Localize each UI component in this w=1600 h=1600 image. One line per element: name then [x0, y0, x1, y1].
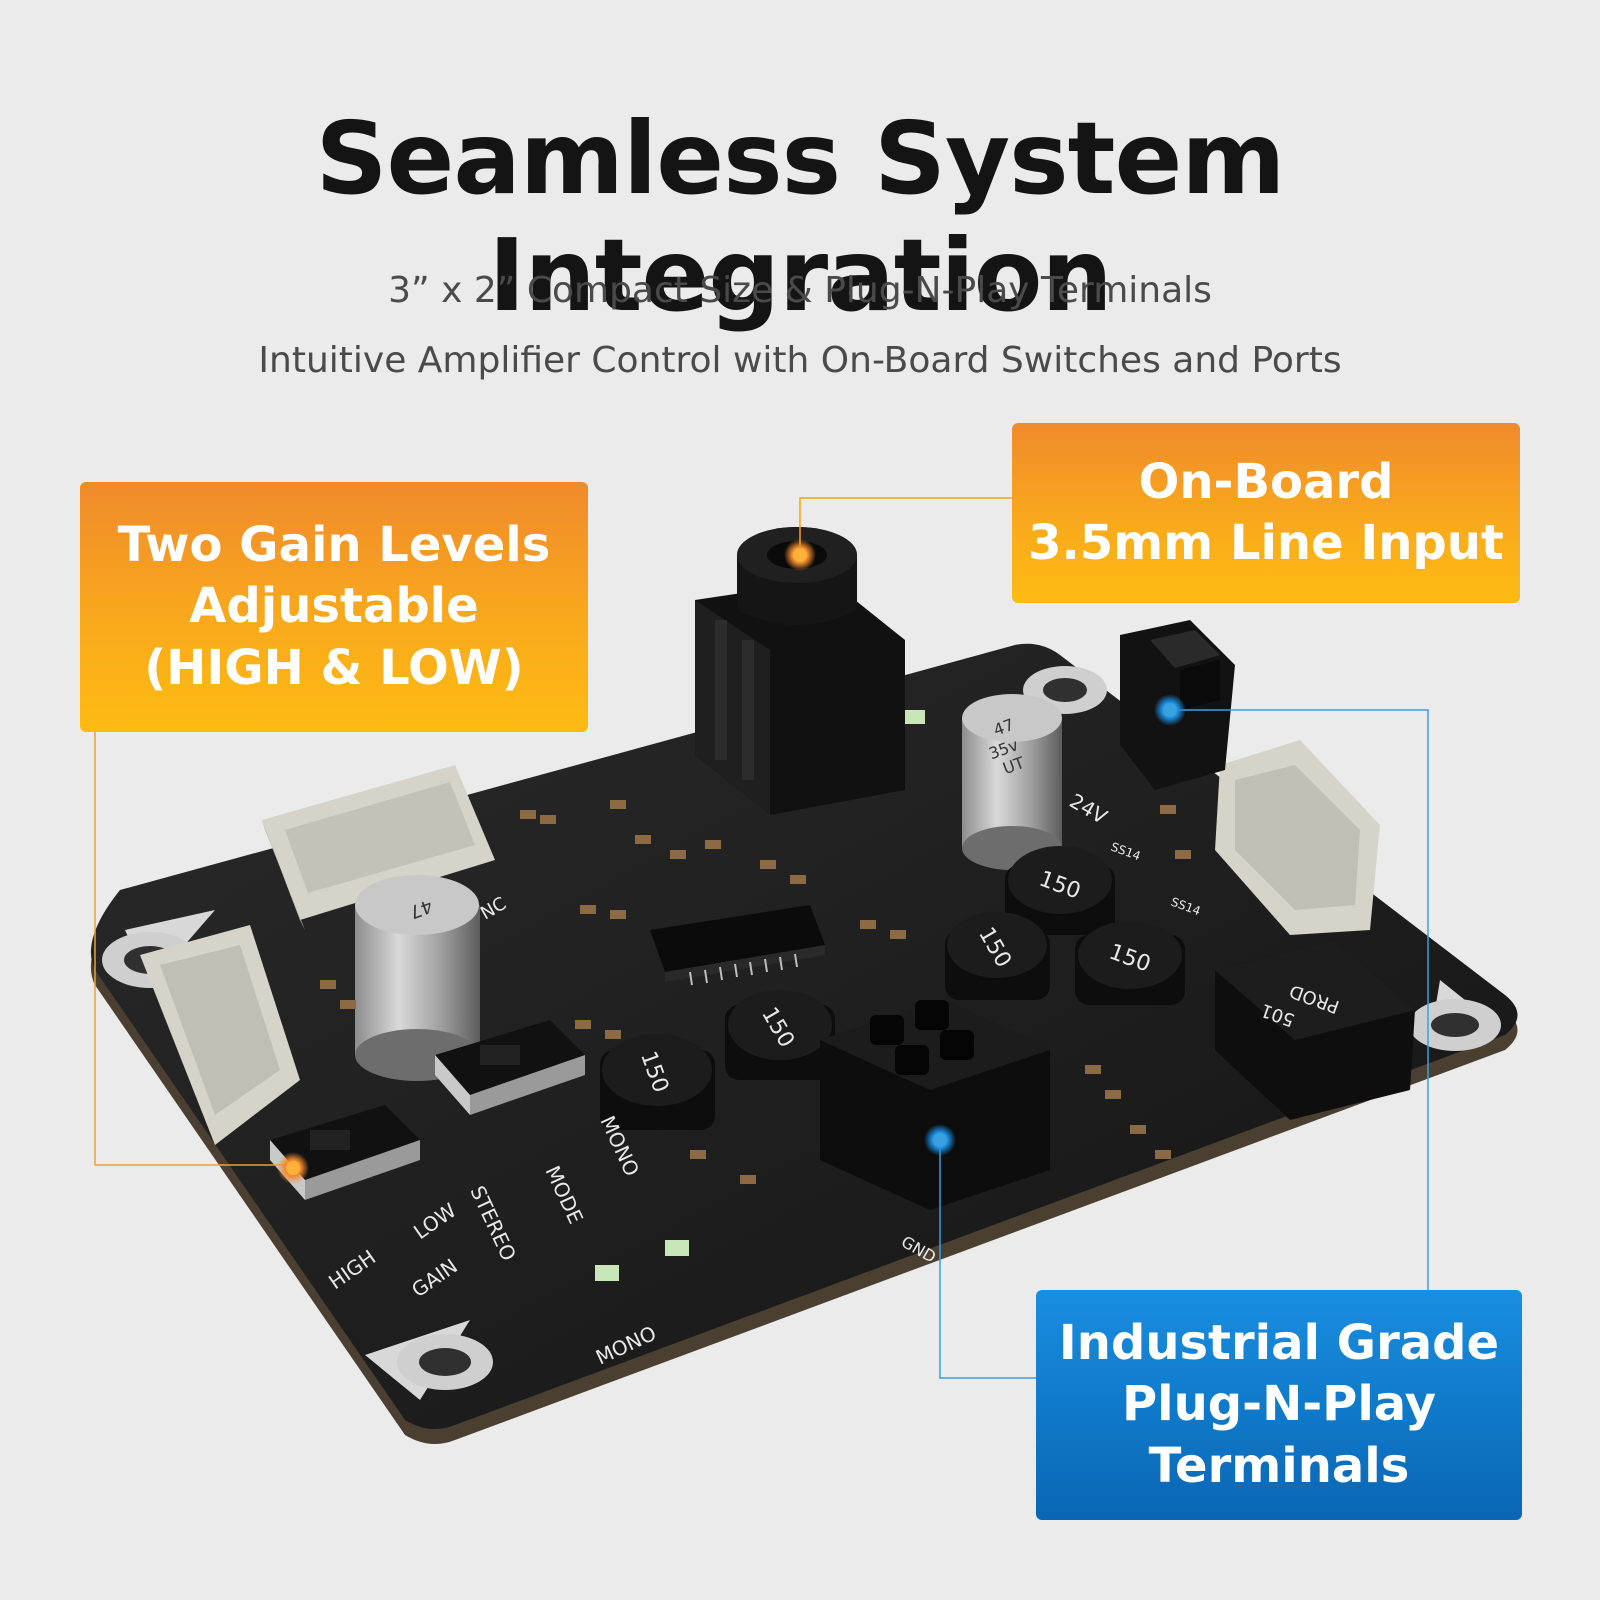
subtitle-size: 3” x 2” Compact Size & Plug-N-Play Termi… — [388, 270, 1212, 311]
callout-gain-line-3: (HIGH & LOW) — [144, 639, 524, 696]
leader-lines — [94, 497, 1429, 1379]
capacitor-right: 47 35v UT — [962, 694, 1062, 870]
callout-line-input: On-Board 3.5mm Line Input — [1012, 423, 1520, 603]
mode-switch — [435, 1020, 585, 1115]
leader-line-input — [799, 497, 1012, 555]
inductor-4: 150 — [725, 990, 835, 1080]
callout-terminals: Industrial Grade Plug-N-Play Terminals — [1036, 1290, 1522, 1520]
inductor-2: 150 — [945, 912, 1050, 1000]
callout-gain-levels: Two Gain Levels Adjustable (HIGH & LOW) — [80, 482, 588, 732]
jst-connector-right — [1215, 740, 1380, 935]
leader-gain — [94, 732, 290, 1166]
inductors: 150 150 150 150 150 — [600, 846, 1185, 1130]
audio-jack-3-5mm — [695, 527, 905, 815]
callout-terminals-line-1: Industrial Grade — [1058, 1314, 1500, 1371]
callout-gain-line-2: Adjustable — [189, 578, 479, 635]
inductor-3: 150 — [1075, 921, 1185, 1005]
inductor-5: 150 — [600, 1034, 715, 1130]
leader-terminal-b — [939, 1140, 1036, 1379]
page-title: Seamless System Integration — [315, 100, 1285, 334]
subtitle-control: Intuitive Amplifier Control with On-Boar… — [258, 340, 1342, 381]
inductor-1: 150 — [1005, 846, 1115, 935]
callout-terminals-line-3: Terminals — [1148, 1437, 1410, 1494]
callout-line-input-line-1: On-Board — [1138, 453, 1394, 510]
callout-line-input-line-2: 3.5mm Line Input — [1028, 515, 1504, 571]
leader-terminal-a — [1170, 709, 1429, 1290]
transformer: PROD 501 — [1215, 940, 1415, 1120]
smd-components — [320, 800, 1191, 1184]
pointer-dots — [277, 539, 1186, 1184]
callout-gain-line-1: Two Gain Levels — [117, 516, 551, 573]
callout-terminals-line-2: Plug-N-Play — [1121, 1376, 1436, 1433]
jst-connector-left — [140, 925, 300, 1145]
speaker-power-terminal — [820, 1000, 1050, 1210]
leds — [595, 710, 925, 1281]
jst-connector-top-left — [262, 765, 495, 930]
amplifier-ic — [650, 905, 825, 986]
